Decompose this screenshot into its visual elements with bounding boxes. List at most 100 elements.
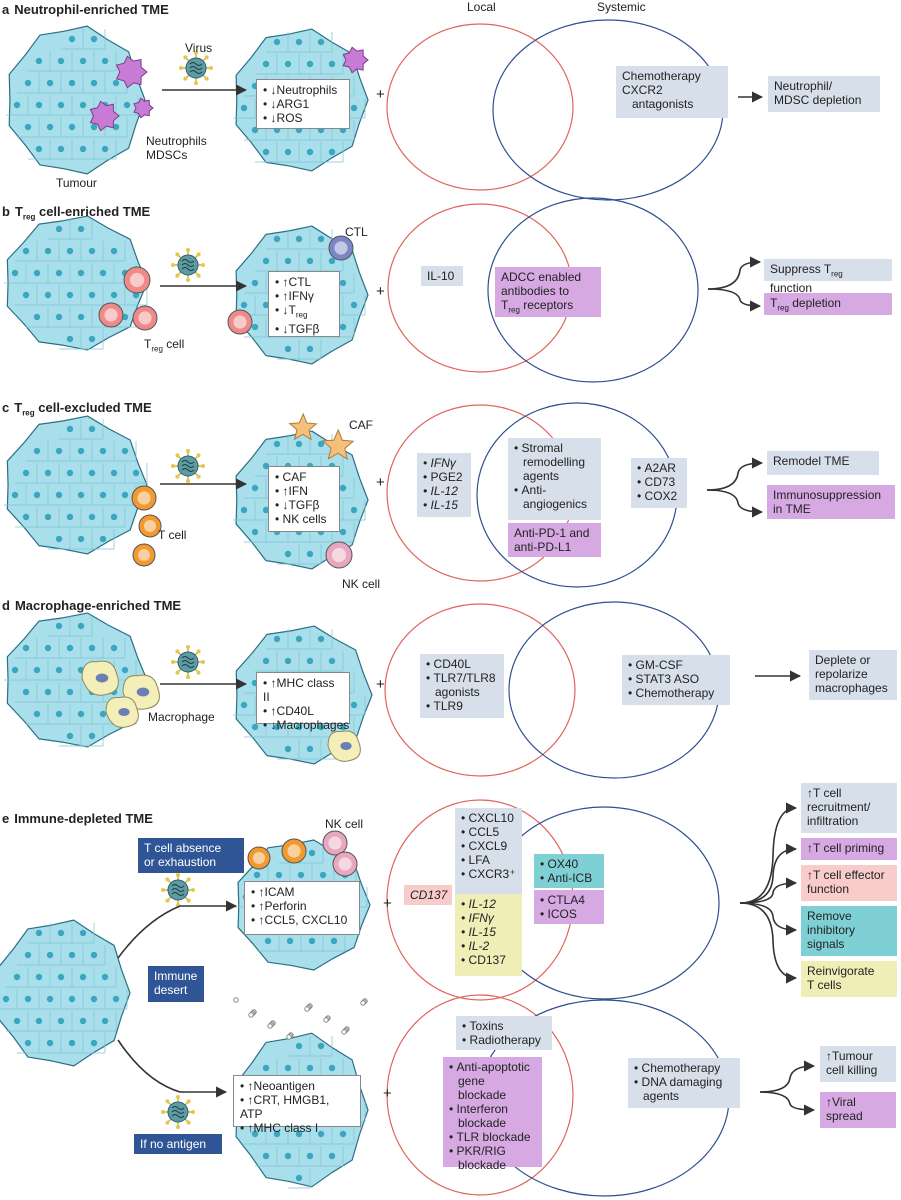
panel-d-plus: + — [376, 676, 385, 693]
panel-c-effects-box: CAF↑IFN↓TGFβNK cells — [268, 466, 340, 532]
panel-a-plus: + — [376, 86, 385, 103]
lower-local-purple-box: • Anti-apoptotic gene blockade • Interfe… — [443, 1057, 542, 1172]
virus-e-upper — [161, 873, 195, 907]
arrow-e-lower — [117, 1039, 228, 1098]
panel-d-systemic-box: GM-CSFSTAT3 ASOChemotherapy — [622, 655, 730, 705]
venn-header-local: Local — [467, 0, 496, 14]
debris-dot — [286, 1034, 292, 1040]
panel-c-local-box: IFNγPGE2IL-12IL-15 — [417, 453, 471, 517]
ctl-label: CTL — [345, 225, 368, 239]
nkcell-label-e: NK cell — [325, 817, 364, 831]
tcell-2 — [138, 514, 162, 538]
panel-a-effects-box: ↓Neutrophils↓ARG1↓ROS — [256, 79, 350, 129]
panel-b-local-box: IL-10 — [421, 266, 463, 286]
debris-dot — [323, 1017, 329, 1023]
macrophage-4 — [327, 730, 361, 762]
panel-b-outcome-suppress: Suppress Treg function — [764, 259, 892, 295]
tag-no-antigen: If no antigen — [134, 1134, 222, 1154]
tcell-e2 — [281, 838, 307, 864]
tcell-e1 — [247, 846, 271, 870]
macrophage-3 — [105, 696, 139, 728]
local-circle-a — [386, 23, 574, 191]
caf-1 — [288, 412, 318, 441]
arrow-e-spread — [759, 1091, 816, 1116]
upper-overlap-teal-box: OX40Anti-ICB — [534, 854, 604, 888]
lower-local-blue-box: ToxinsRadiotherapy — [456, 1016, 552, 1050]
virus-e-lower — [161, 1095, 195, 1129]
treg-2 — [98, 302, 124, 328]
treg-3 — [132, 305, 158, 331]
debris-dot — [248, 1012, 254, 1018]
tumour-e-desert — [0, 919, 131, 1067]
caf-2 — [321, 428, 355, 461]
tcell-1 — [131, 485, 157, 511]
panel-e-lower-effects-box: ↑Neoantigen↑CRT, HMGB1, ATP↑MHC class I — [233, 1075, 361, 1135]
mdscs-label: MDSCs — [146, 148, 188, 162]
virus-b — [171, 248, 205, 282]
macrophage-label: Macrophage — [148, 710, 215, 724]
upper-outcome-priming: ↑T cell priming — [801, 838, 897, 860]
panel-e-upper-plus: + — [383, 895, 392, 912]
neutrophils-label: Neutrophils — [146, 134, 207, 148]
lower-systemic-box: • Chemotherapy • DNA damaging agents — [628, 1058, 740, 1108]
upper-local-yellow-box: IL-12IFNγIL-15IL-2CD137 — [455, 894, 522, 976]
treg-cell-label: Treg cell — [144, 337, 185, 354]
venn-header-systemic: Systemic — [597, 0, 646, 14]
neutrophil-4 — [342, 46, 369, 74]
local-circle-d — [384, 603, 576, 777]
tumour-c1 — [4, 415, 148, 555]
debris-dot — [233, 997, 239, 1003]
panel-b-plus: + — [376, 283, 385, 300]
debris-dot — [360, 1000, 366, 1006]
panel-a-outcome-box: Neutrophil/MDSC depletion — [768, 76, 880, 112]
panel-c-overlap-blue: • Stromal remodelling agents • Anti- ang… — [508, 438, 601, 520]
arrow-e-upper-outcome-3 — [739, 877, 798, 904]
panel-c-outcome-remodel: Remodel TME — [767, 451, 879, 475]
upper-local-blue-box: CXCL10CCL5CXCL9LFACXCR3⁺ — [455, 808, 522, 894]
panel-e-upper-effects-box: ↑ICAM↑Perforin↑CCL5, CXCL10 — [244, 881, 360, 935]
panel-b-outcome-depletion: Treg depletion — [764, 293, 892, 315]
arrow-e-upper-outcome-2 — [739, 843, 798, 904]
upper-overlap-purple-box: CTLA4ICOS — [534, 890, 604, 924]
debris-dot — [267, 1023, 273, 1029]
panel-a-systemic-box: Chemotherapy CXCR2 antagonists — [616, 66, 728, 118]
arrow-e-upper-outcome-5 — [739, 902, 798, 984]
neutrophil-3 — [133, 97, 154, 119]
debris-dot — [341, 1029, 347, 1035]
upper-local-pink-box: CD137 — [404, 885, 452, 905]
systemic-circle-b — [487, 197, 699, 383]
panel-d-local-box: • CD40L • TLR7/TLR8 agonists • TLR9 — [420, 654, 504, 718]
arrow-e-upper — [117, 900, 238, 959]
arrow-b-depletion — [707, 288, 762, 312]
tcell-label: T cell — [158, 528, 187, 542]
neutrophil-2 — [89, 100, 120, 132]
nk-cell-e1 — [322, 830, 348, 856]
nk-cell-c — [325, 541, 353, 569]
arrow-e-upper-outcome-1 — [739, 802, 798, 904]
treg-1 — [123, 266, 151, 294]
nk-cell-e2 — [332, 851, 358, 877]
tumour-label: Tumour — [56, 176, 97, 190]
virus-a — [179, 51, 213, 85]
panel-b-effects-box: ↑CTL ↑IFNγ ↓Treg ↓TGFβ — [268, 271, 340, 337]
virus-d — [171, 645, 205, 679]
arrow-c-remodel — [706, 457, 764, 491]
systemic-circle-e-upper — [488, 806, 720, 1000]
